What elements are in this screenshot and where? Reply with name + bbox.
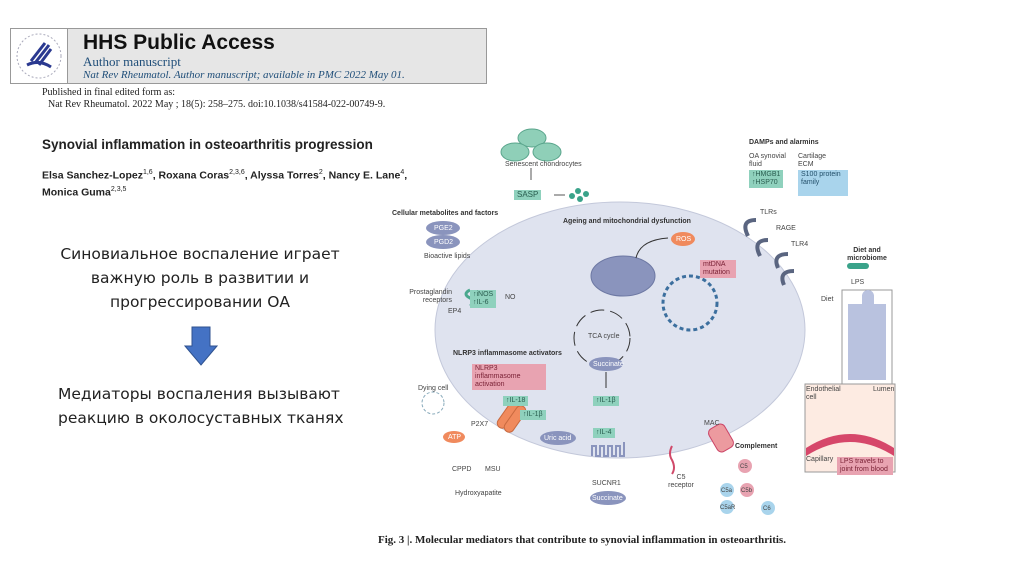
- author-list: Elsa Sanchez-Lopez1,6, Roxana Coras2,3,6…: [42, 169, 408, 198]
- statement-synovial-inflammation: Синовиальное воспаление играет важную ро…: [60, 245, 340, 311]
- sucnr1-receptor-icon: [591, 442, 625, 457]
- label: RAGE: [776, 225, 796, 232]
- succinate-extracellular: [590, 491, 626, 505]
- mitochondrion-icon: [590, 255, 656, 297]
- il18-box: ↑IL-18: [503, 396, 529, 406]
- label: Diet: [821, 296, 834, 303]
- figure-caption: Fig. 3 |. Molecular mediators that contr…: [378, 534, 786, 546]
- header-title: HHS Public Access: [83, 31, 275, 54]
- affiliation: 1,6: [142, 169, 153, 176]
- cell-body: [434, 201, 806, 459]
- lps-bacterium-icon: [847, 263, 869, 269]
- label: Succinate: [593, 361, 624, 368]
- tlr-receptors-icon: [743, 218, 795, 286]
- ros-node: [671, 232, 695, 246]
- citation: Nat Rev Rheumatol. 2022 May ; 18(5): 258…: [48, 99, 386, 110]
- label: Uric acid: [544, 435, 572, 442]
- label: ↑HMGB1: [752, 171, 781, 178]
- label: PGD2: [434, 239, 454, 246]
- label: DAMPs and alarmins: [749, 139, 819, 146]
- s100-box: S100 protein family: [798, 170, 848, 196]
- label: C5b: [741, 488, 753, 494]
- label: OA synovial fluid: [749, 153, 786, 168]
- il1b-box: ↑IL-1β: [520, 410, 546, 420]
- hhs-eagle-logo-icon: [11, 29, 68, 83]
- author: Roxana Coras: [158, 169, 230, 182]
- label: EP4: [448, 308, 462, 315]
- affiliation: 4: [400, 169, 405, 176]
- label: Cartilage ECM: [798, 153, 827, 168]
- c5-receptor-icon: [669, 445, 675, 475]
- label: ↑iNOS: [473, 291, 494, 298]
- label: ↑IL-6: [473, 299, 489, 306]
- label: MAC: [704, 420, 720, 427]
- label: Cellular metabolites and factors: [392, 210, 499, 217]
- label: ROS: [676, 236, 692, 243]
- c5-node: [738, 459, 752, 473]
- affiliation: 2,3,5: [110, 185, 127, 193]
- label: C5 receptor: [668, 474, 694, 489]
- label: Diet and microbiome: [847, 247, 887, 262]
- label: Hydroxyapatite: [455, 490, 502, 497]
- mtdna-box: mtDNA mutation: [700, 260, 736, 278]
- hmgb1-box: ↑HMGB1↑HSP70: [749, 170, 784, 188]
- mtdna-icon: [661, 274, 719, 332]
- article-title: Synovial inflammation in osteoarthritis …: [42, 137, 373, 152]
- label: C6: [763, 506, 771, 512]
- author: Alyssa Torres: [250, 169, 319, 182]
- affiliation: 2: [318, 169, 323, 176]
- author: Elsa Sanchez-Lopez: [42, 169, 143, 182]
- mac-icon: [708, 423, 734, 453]
- header-subtitle: Author manuscript: [83, 54, 181, 69]
- header-availability: Nat Rev Rheumatol. Author manuscript; av…: [83, 69, 405, 81]
- sasp-box: SASP: [514, 190, 542, 200]
- author: Monica Guma: [42, 186, 111, 198]
- pgd2-icon: [426, 235, 460, 249]
- uric-acid-node: [540, 431, 576, 445]
- dying-cell-icon: [421, 391, 445, 415]
- senescent-chondrocytes-icon: [500, 128, 562, 162]
- label: PGE2: [434, 225, 453, 232]
- author: Nancy E. Lane: [328, 169, 401, 182]
- succinate-node: [589, 357, 623, 371]
- label: TLRs: [760, 209, 777, 216]
- label: Capillary: [806, 456, 834, 463]
- label: C5a: [721, 488, 733, 494]
- label: CPPD: [452, 466, 472, 473]
- label: Endothelial cell: [806, 386, 841, 401]
- label: ATP: [448, 434, 462, 441]
- published-label: Published in final edited form as:: [42, 87, 176, 98]
- label: SUCNR1: [592, 480, 621, 487]
- label: Prostaglandin receptors: [409, 289, 452, 304]
- label: NLRP3 inflammasome activators: [453, 350, 562, 357]
- label: Ageing and mitochondrial dysfunction: [563, 218, 691, 225]
- label: Lumen: [873, 386, 895, 393]
- statement-mediators: Медиаторы воспаления вызывают реакцию в …: [58, 385, 344, 427]
- il4-box: ↑IL-4: [593, 428, 615, 438]
- label: C5: [740, 464, 748, 470]
- label: TLR4: [791, 241, 809, 248]
- affiliation: 2,3,6: [229, 169, 245, 176]
- label: C5aR: [720, 505, 736, 511]
- label: NO: [505, 294, 516, 301]
- hhs-header: HHS Public Access Author manuscript Nat …: [10, 28, 487, 84]
- label: Complement: [735, 443, 778, 450]
- down-arrow-icon: [183, 326, 219, 371]
- label: ↑HSP70: [752, 179, 778, 186]
- label: Bioactive lipids: [424, 253, 471, 260]
- label: Succinate: [592, 495, 623, 502]
- pge2-icon: [426, 221, 460, 235]
- label: P2X7: [471, 421, 489, 428]
- il1b-box-2: ↑IL-1β: [593, 396, 619, 406]
- label: TCA cycle: [588, 333, 620, 340]
- lps-travel-box: LPS travels to joint from blood: [837, 457, 893, 475]
- label: Dying cell: [418, 385, 449, 392]
- label: MSU: [485, 466, 501, 473]
- label: LPS: [851, 279, 865, 286]
- label: Senescent chondrocytes: [505, 161, 582, 168]
- nlrp3-activation-box: NLRP3 inflammasome activation: [472, 364, 546, 390]
- inos-box: ↑iNOS↑IL-6: [470, 290, 497, 308]
- atp-node: [443, 431, 465, 443]
